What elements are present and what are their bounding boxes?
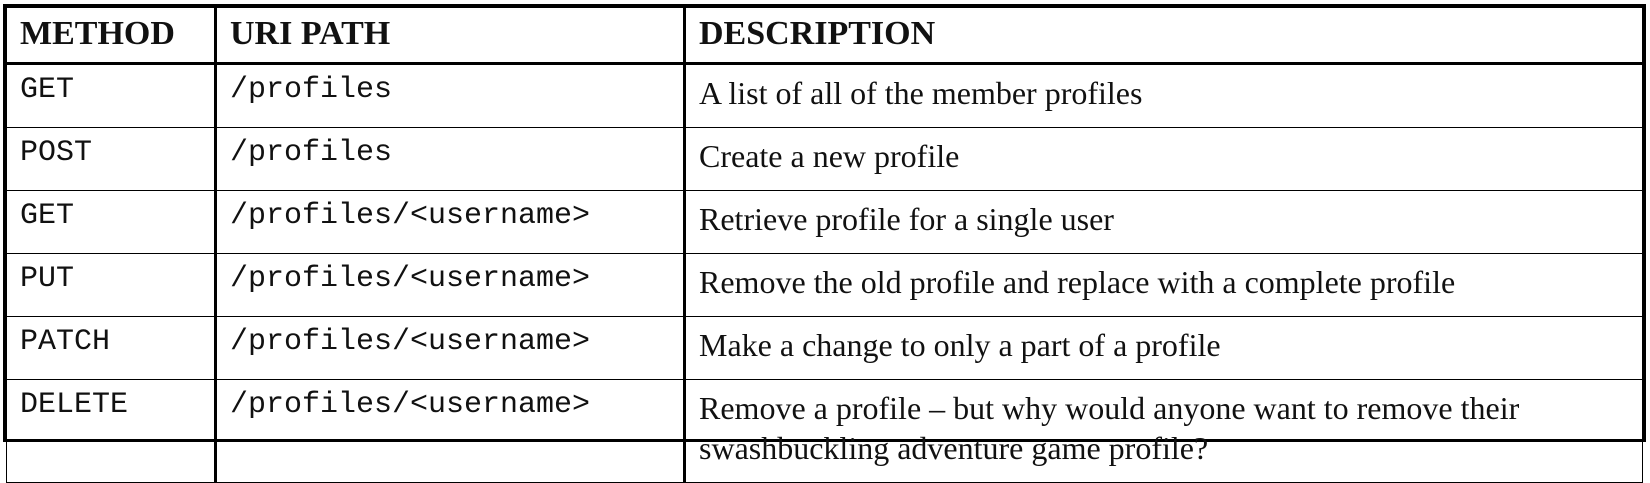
header-method: METHOD xyxy=(6,7,217,65)
cell-uri-path: /profiles/<username> xyxy=(215,379,686,483)
cell-description: Retrieve profile for a single user xyxy=(684,190,1643,254)
cell-method: GET xyxy=(6,190,217,254)
cell-uri-path: /profiles/<username> xyxy=(215,253,686,317)
cell-method: DELETE xyxy=(6,379,217,483)
cell-method: POST xyxy=(6,127,217,191)
header-uri-path: URI PATH xyxy=(215,7,686,65)
cell-uri-path: /profiles/<username> xyxy=(215,190,686,254)
table-header-row: METHOD URI PATH DESCRIPTION xyxy=(6,7,1643,65)
table-row: DELETE /profiles/<username> Remove a pro… xyxy=(6,379,1643,483)
table-row: GET /profiles A list of all of the membe… xyxy=(6,63,1643,128)
cell-description: Remove the old profile and replace with … xyxy=(684,253,1643,317)
cell-uri-path: /profiles xyxy=(215,127,686,191)
cell-description: A list of all of the member profiles xyxy=(684,63,1643,128)
cell-uri-path: /profiles/<username> xyxy=(215,316,686,380)
table-row: GET /profiles/<username> Retrieve profil… xyxy=(6,190,1643,254)
api-methods-table: METHOD URI PATH DESCRIPTION GET /profile… xyxy=(6,7,1643,483)
table-row: POST /profiles Create a new profile xyxy=(6,127,1643,191)
cell-method: PUT xyxy=(6,253,217,317)
api-methods-table-frame: METHOD URI PATH DESCRIPTION GET /profile… xyxy=(3,4,1646,483)
cell-uri-path: /profiles xyxy=(215,63,686,128)
table-row: PATCH /profiles/<username> Make a change… xyxy=(6,316,1643,380)
cell-description: Make a change to only a part of a profil… xyxy=(684,316,1643,380)
table-row: PUT /profiles/<username> Remove the old … xyxy=(6,253,1643,317)
cell-description: Remove a profile – but why would anyone … xyxy=(684,379,1643,483)
cell-method: GET xyxy=(6,63,217,128)
header-description: DESCRIPTION xyxy=(684,7,1643,65)
cell-method: PATCH xyxy=(6,316,217,380)
cell-description: Create a new profile xyxy=(684,127,1643,191)
